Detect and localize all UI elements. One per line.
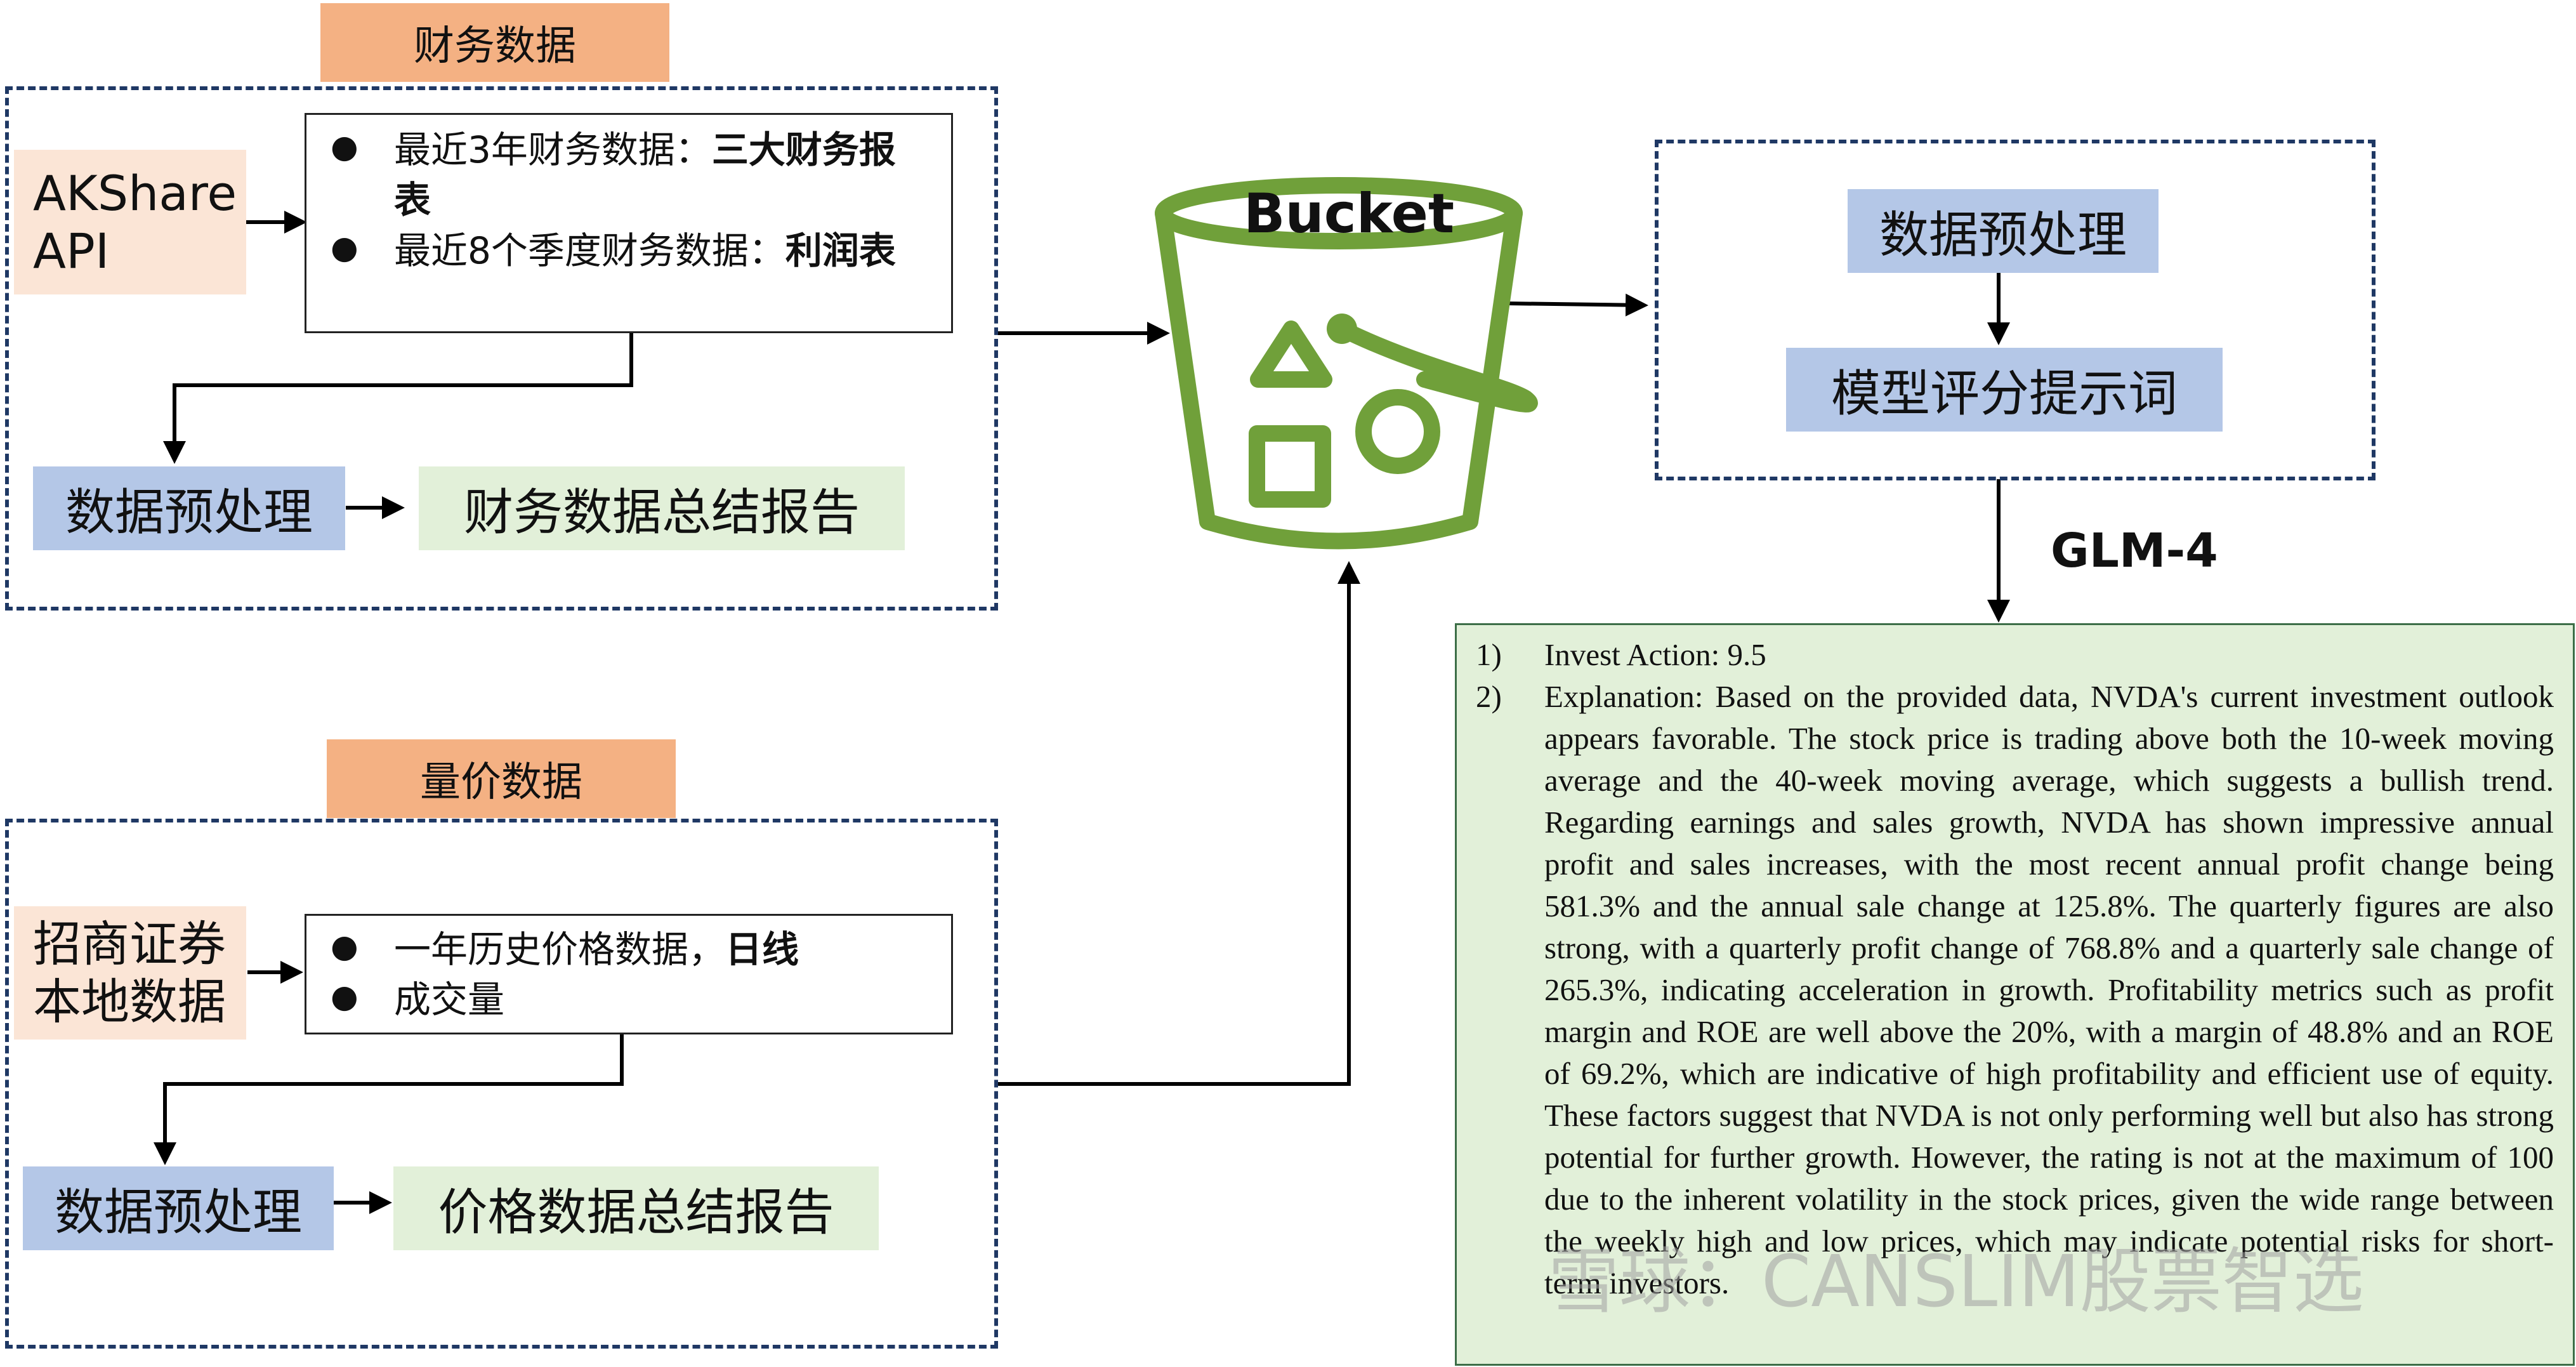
arrow-fin-list-to-preprocess <box>163 333 633 464</box>
arrow-price-to-bucket <box>997 561 1360 1086</box>
arrow-bucket-to-model <box>1504 293 1648 317</box>
source-line-2: API <box>33 223 110 279</box>
model-scoring-prompt: 模型评分提示词 <box>1786 348 2223 432</box>
price-data-tag: 量价数据 <box>327 739 676 818</box>
list-item: 最近8个季度财务数据：利润表 <box>306 226 913 276</box>
result-item-explanation: 2)Explanation: Based on the provided dat… <box>1476 679 2554 1300</box>
model-name-label: GLM-4 <box>2051 524 2218 578</box>
financial-summary-report: 财务数据总结报告 <box>419 466 905 550</box>
source-line-2: 本地数据 <box>33 974 226 1030</box>
list-item: 成交量 <box>306 975 913 1025</box>
financial-data-tag: 财务数据 <box>320 3 669 82</box>
list-item: 一年历史价格数据，日线 <box>306 925 913 975</box>
list-item: 最近3年财务数据：三大财务报表 <box>306 125 913 226</box>
arrow-price-list-to-preprocess <box>154 1033 624 1165</box>
price-data-panel <box>5 819 998 1349</box>
price-preprocess: 数据预处理 <box>23 1166 334 1250</box>
watermark: 雪球：CANSLIM股票智选 <box>1548 1241 2364 1323</box>
bucket-icon <box>1155 177 1538 550</box>
financial-data-list: 最近3年财务数据：三大财务报表 最近8个季度财务数据：利润表 <box>305 113 953 333</box>
financial-preprocess: 数据预处理 <box>33 466 345 550</box>
investment-result-box: 1)Invest Action: 9.5 2)Explanation: Base… <box>1455 623 2575 1366</box>
price-data-list: 一年历史价格数据，日线 成交量 <box>305 914 953 1034</box>
source-line-1: AKShare <box>33 164 237 221</box>
bucket-label: Bucket <box>1244 182 1455 246</box>
financial-data-panel <box>5 86 998 611</box>
result-item-action: 1)Invest Action: 9.5 <box>1476 637 1766 672</box>
price-summary-report: 价格数据总结报告 <box>393 1166 879 1250</box>
price-source-label: 招商证券 本地数据 <box>14 906 246 1040</box>
financial-source-label: AKShare API <box>14 150 246 294</box>
model-preprocess: 数据预处理 <box>1848 189 2159 273</box>
model-panel <box>1655 140 2376 480</box>
source-line-1: 招商证券 <box>33 915 226 972</box>
